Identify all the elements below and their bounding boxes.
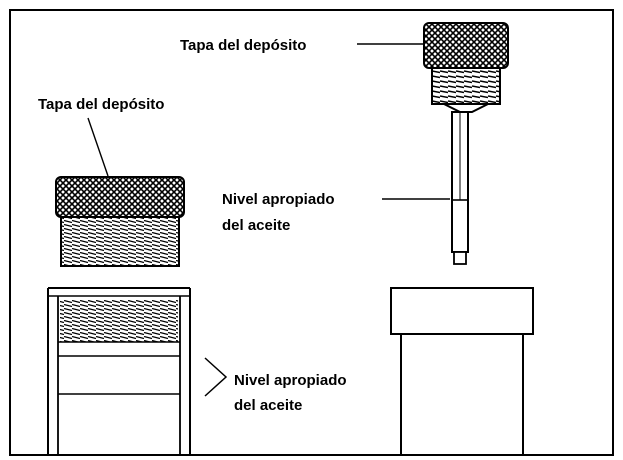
right-reservoir-collar (390, 287, 534, 335)
left-cap-thread (60, 216, 180, 267)
bottom-left-level-label-line1: Nivel apropiado (234, 372, 347, 389)
top-right-level-label-line2: del aceite (222, 217, 290, 234)
top-right-level-label-line1: Nivel apropiado (222, 191, 335, 208)
left-cap-leader (87, 117, 109, 177)
left-reservoir (47, 287, 191, 456)
left-cap-assembly (55, 176, 185, 267)
dipstick-cap-thread (431, 67, 501, 105)
left-cap-knurl (55, 176, 185, 218)
left-reservoir-thread (60, 300, 178, 342)
dipstick-cap-knurl (423, 22, 509, 69)
top-right-cap-label: Tapa del depósito (180, 37, 306, 54)
dipstick-cap-assembly (423, 22, 509, 265)
right-reservoir (390, 287, 534, 456)
dipstick-cap-neck (443, 103, 489, 113)
bottom-left-level-label-line2: del aceite (234, 397, 302, 414)
left-cap-label: Tapa del depósito (38, 96, 164, 113)
dipstick-tip (453, 251, 467, 265)
left-level-bracket (204, 357, 228, 397)
